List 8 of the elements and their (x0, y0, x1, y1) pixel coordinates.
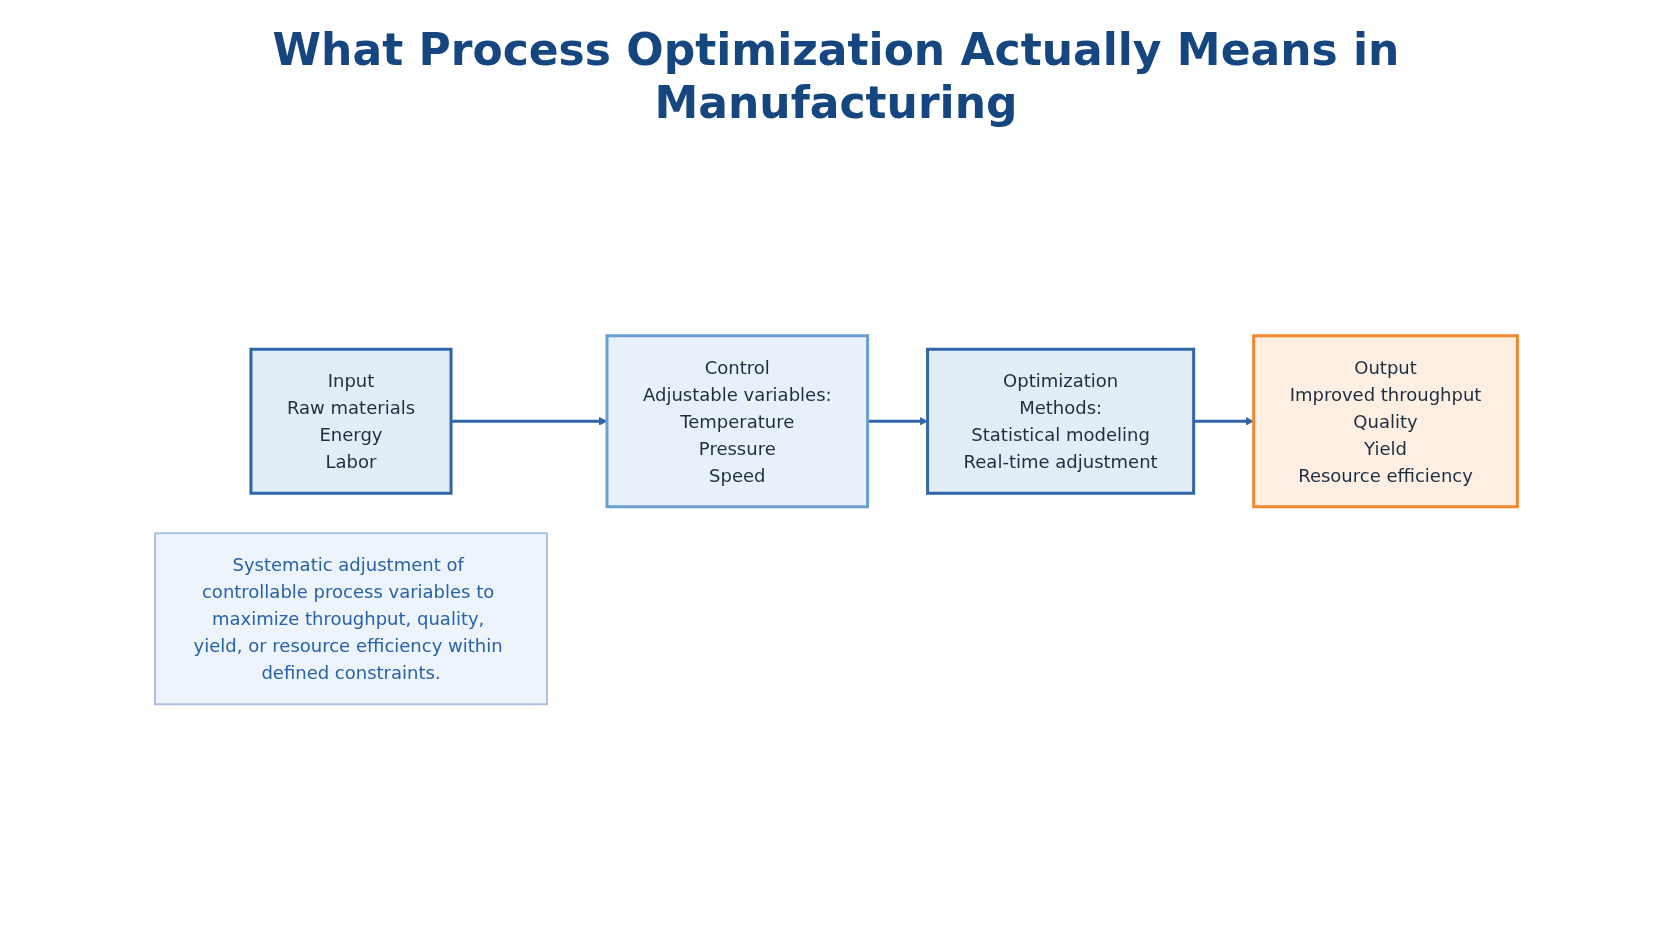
node-box: Input Raw materials Energy Labor (249, 347, 453, 495)
node-box: Control Adjustable variables: Temperature Pressure Speed (605, 333, 869, 508)
arrow (1193, 416, 1254, 426)
node-box: Optimization Methods: Statistical modeling Real-time adjustment (925, 347, 1195, 495)
title: What Process Optimization Actually Means in Manufacturing (271, 24, 1401, 130)
node-box: Systematic adjustment of controllable process variables to maximize throughput, quality, yield, or resource efficiency within defined constraints. (153, 531, 548, 705)
node-box: Output Improved throughput Quality Yield Resource efficiency (1251, 333, 1519, 508)
arrow (867, 416, 928, 426)
